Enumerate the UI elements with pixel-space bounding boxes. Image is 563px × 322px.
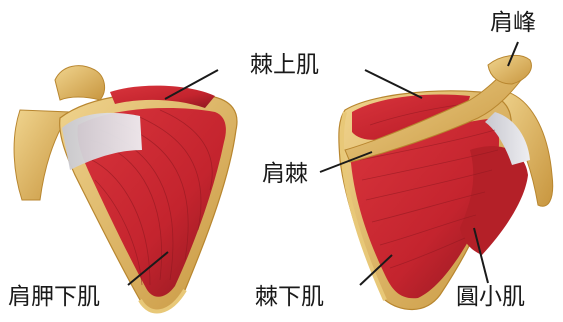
- label-scapular-spine: 肩棘: [262, 163, 308, 186]
- label-acromion: 肩峰: [490, 12, 536, 35]
- label-supraspinatus: 棘上肌: [250, 54, 319, 77]
- label-subscapularis: 肩胛下肌: [8, 286, 100, 309]
- anterior-scapula-view: [14, 66, 237, 312]
- coracoid-process-left: [55, 66, 105, 100]
- label-infraspinatus: 棘下肌: [255, 286, 324, 309]
- posterior-scapula-view: [339, 55, 553, 309]
- leader-supraspinatus-right: [365, 70, 422, 98]
- label-teres-minor: 圓小肌: [456, 286, 525, 309]
